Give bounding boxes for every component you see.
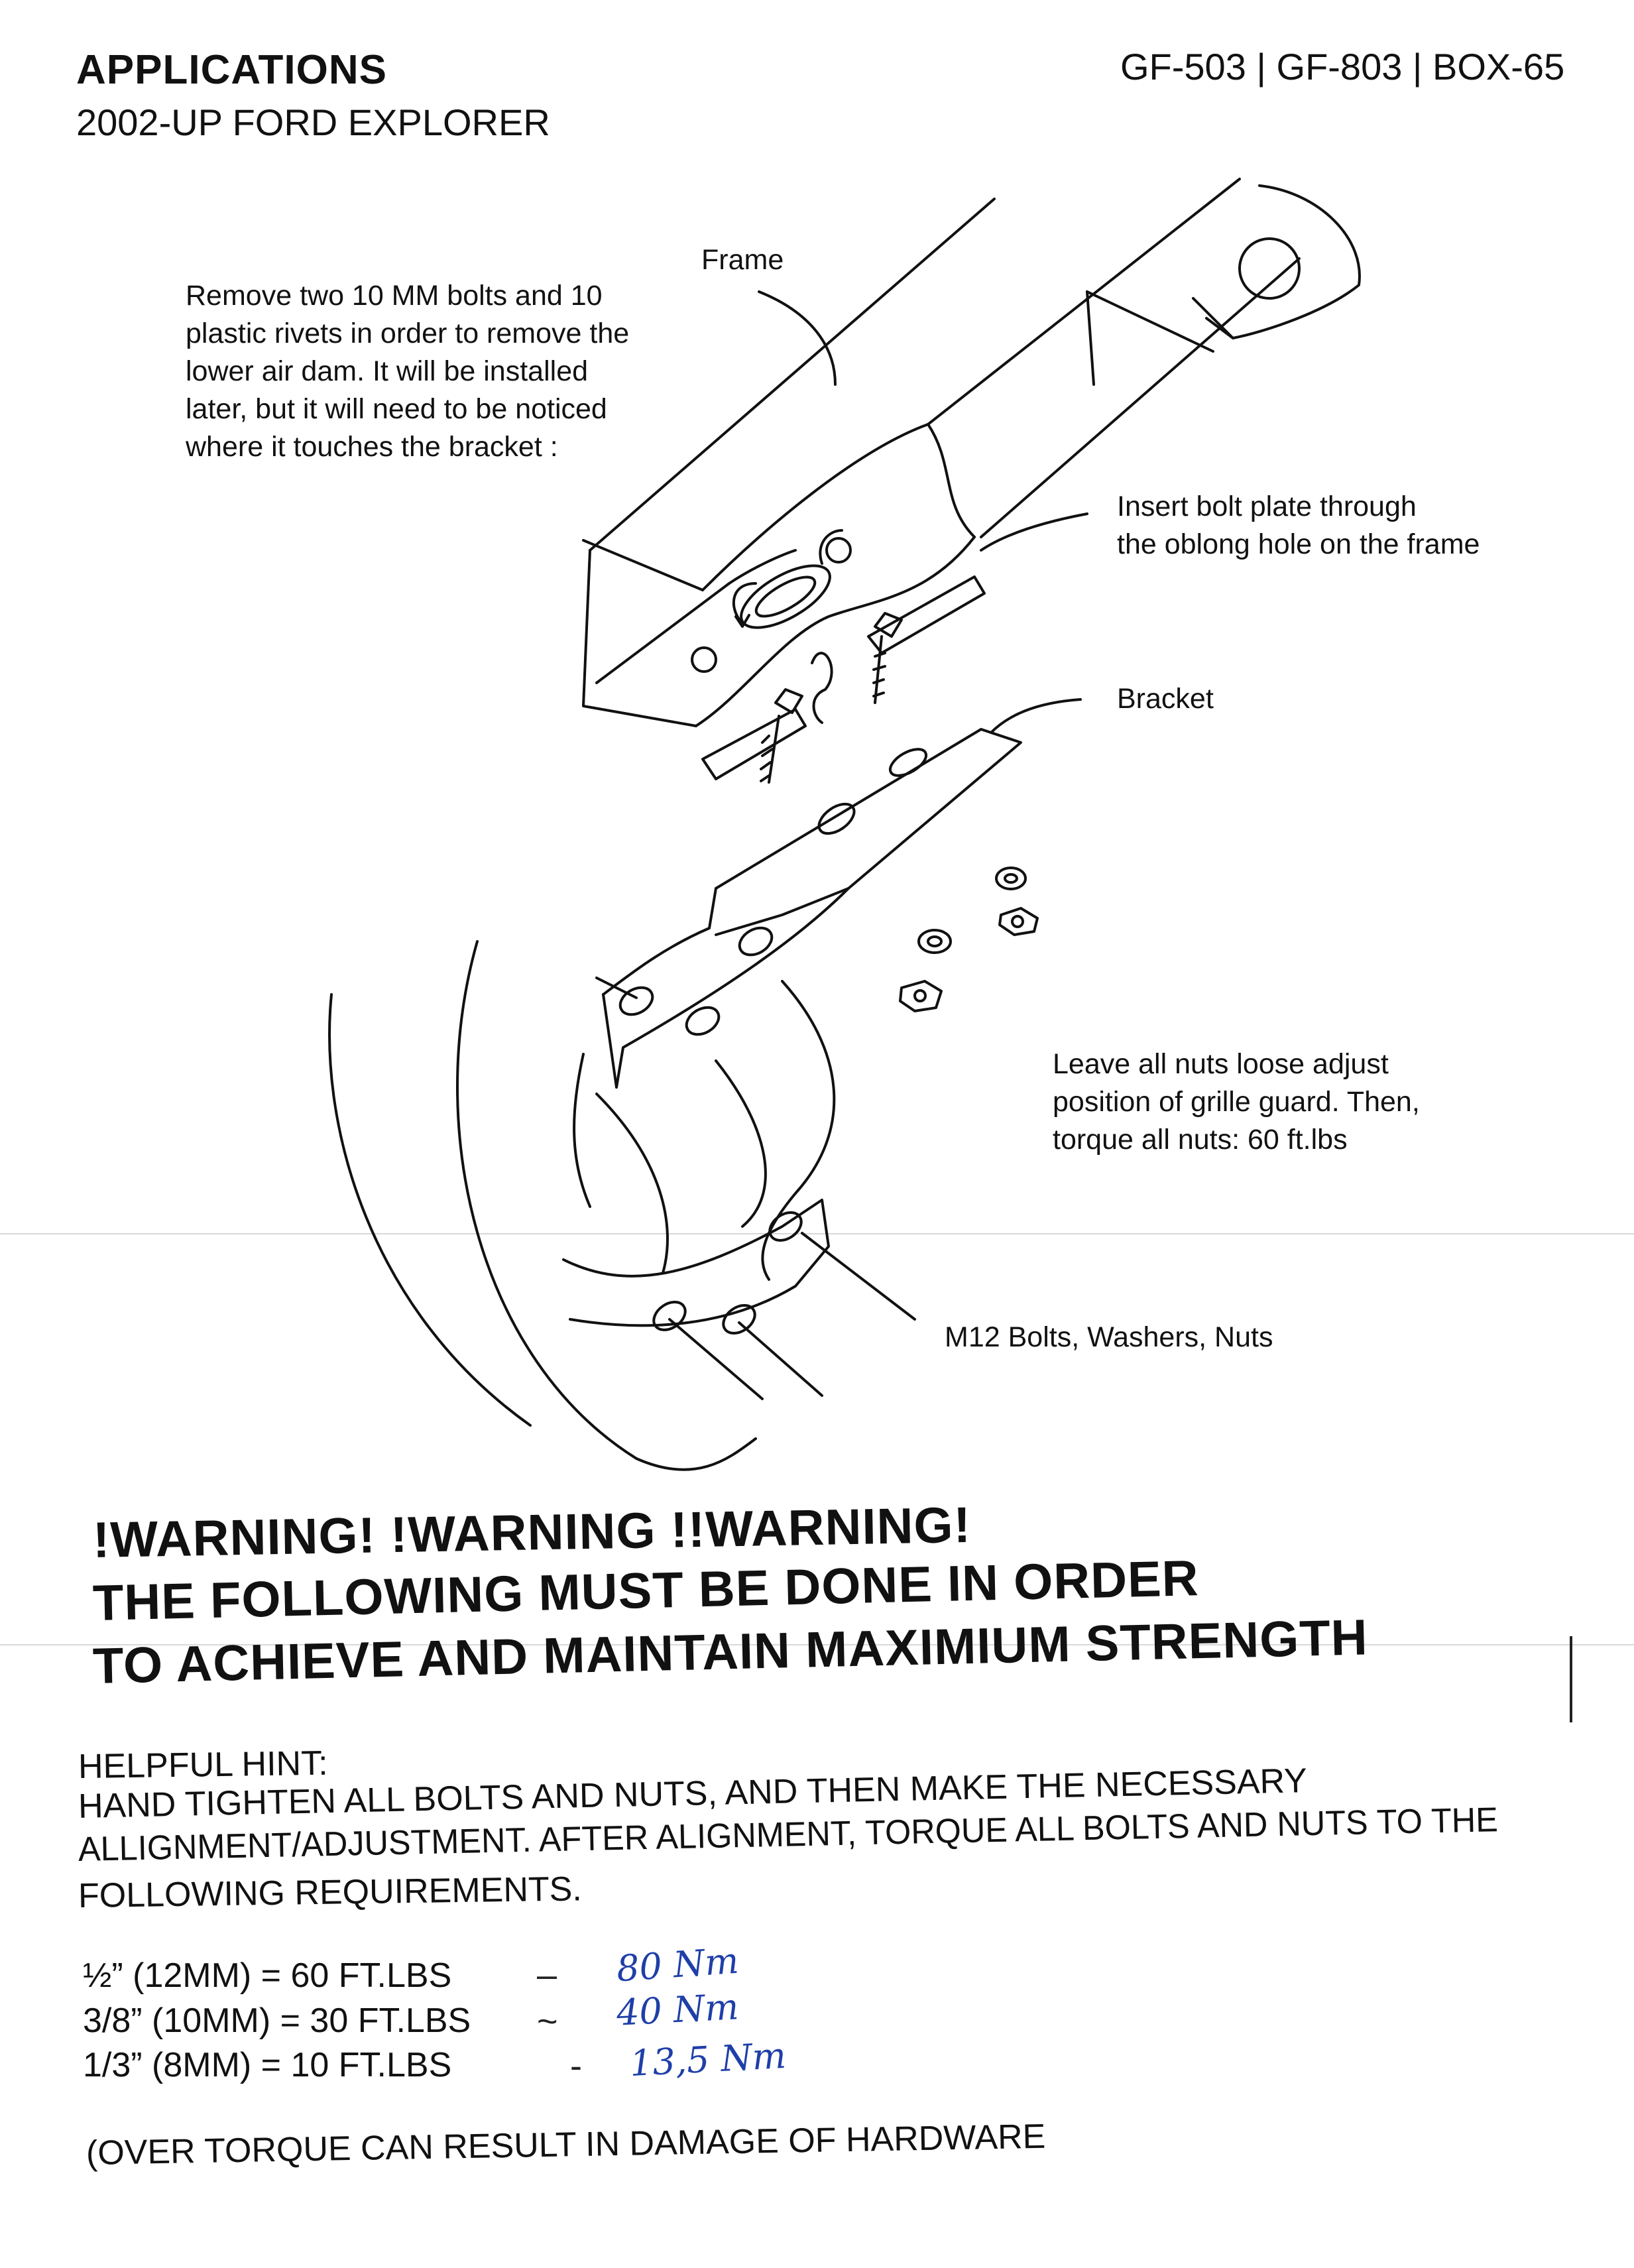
frame-label: Frame [701, 244, 784, 276]
page-title: APPLICATIONS [76, 47, 387, 93]
hint-heading: HELPFUL HINT: [78, 1744, 328, 1786]
note-line: Remove two 10 MM bolts and 10 [186, 280, 603, 312]
hint-line-3: FOLLOWING REQUIREMENTS. [78, 1870, 583, 1915]
handwritten-nm-8mm: 13,5 Nm [628, 2034, 788, 2085]
torque-spec-10mm: 3/8” (10MM) = 30 FT.LBS [83, 2001, 471, 2040]
scan-fold-line [0, 1644, 1634, 1645]
hardware-label: M12 Bolts, Washers, Nuts [945, 1321, 1273, 1353]
scan-mark [1570, 1636, 1572, 1722]
note-line: plastic rivets in order to remove the [186, 318, 630, 349]
installation-diagram [328, 178, 1361, 1471]
dash-mark: - [570, 2046, 582, 2086]
vehicle-application: 2002-UP FORD EXPLORER [76, 101, 550, 143]
model-numbers: GF-503 | GF-803 | BOX-65 [1120, 46, 1565, 88]
nuts-washers-drawing [899, 866, 1039, 1012]
note-line: Insert bolt plate through [1117, 491, 1417, 522]
torque-spec-8mm: 1/3” (8MM) = 10 FT.LBS [83, 2046, 452, 2084]
dash-mark: – [537, 1955, 557, 1995]
note-line: Leave all nuts loose adjust [1053, 1048, 1389, 1080]
handwritten-nm-12mm: 80 Nm [615, 1939, 740, 1990]
note-line: the oblong hole on the frame [1117, 528, 1480, 560]
note-line: where it touches the bracket : [186, 431, 558, 463]
insert-bolt-plate-note: Insert bolt plate through the oblong hol… [1117, 488, 1480, 564]
torque-spec-12mm: ½” (12MM) = 60 FT.LBS [83, 1956, 452, 1995]
handwritten-nm-10mm: 40 Nm [615, 1986, 740, 2034]
scan-fold-line [0, 1233, 1634, 1234]
guard-upright-drawing [328, 940, 836, 1471]
over-torque-warning: (OVER TORQUE CAN RESULT IN DAMAGE OF HAR… [86, 2117, 1046, 2173]
torque-nuts-note: Leave all nuts loose adjust position of … [1053, 1045, 1420, 1159]
bolt-plates-drawing [701, 575, 986, 784]
dash-mark: ~ [537, 2001, 558, 2041]
note-line: later, but it will need to be noticed [186, 393, 607, 425]
note-line: position of grille guard. Then, [1053, 1086, 1420, 1118]
note-line: torque all nuts: 60 ft.lbs [1053, 1124, 1348, 1156]
bracket-drawing [602, 728, 1022, 1089]
removal-instruction-note: Remove two 10 MM bolts and 10 plastic ri… [186, 277, 629, 466]
leader-lines [595, 290, 1088, 1400]
bracket-label: Bracket [1117, 683, 1214, 715]
note-line: lower air dam. It will be installed [186, 355, 589, 387]
frame-rail-drawing [582, 178, 1361, 727]
